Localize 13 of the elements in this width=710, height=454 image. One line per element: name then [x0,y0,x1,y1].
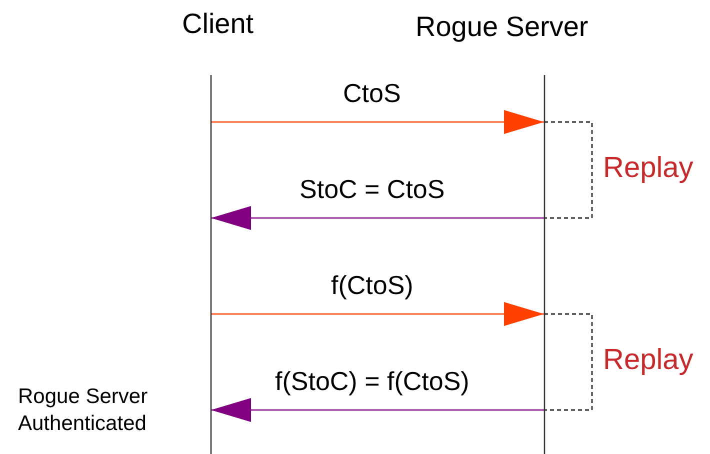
edge-label: f(CtoS) [331,270,414,301]
status-note: Rogue Server Authenticated [18,384,149,437]
arrow [211,206,544,230]
arrow [211,110,544,134]
replay-label: Replay [603,344,694,377]
replay-label: Replay [603,152,694,185]
edge-label: StoC = CtoS [300,174,445,205]
participant-label: Rogue Server [416,11,588,43]
arrow [211,398,544,422]
participant-label: Client [182,8,254,40]
arrow [211,302,544,326]
edge-label: f(StoC) = f(CtoS) [275,366,470,397]
edge-label: CtoS [343,78,401,109]
